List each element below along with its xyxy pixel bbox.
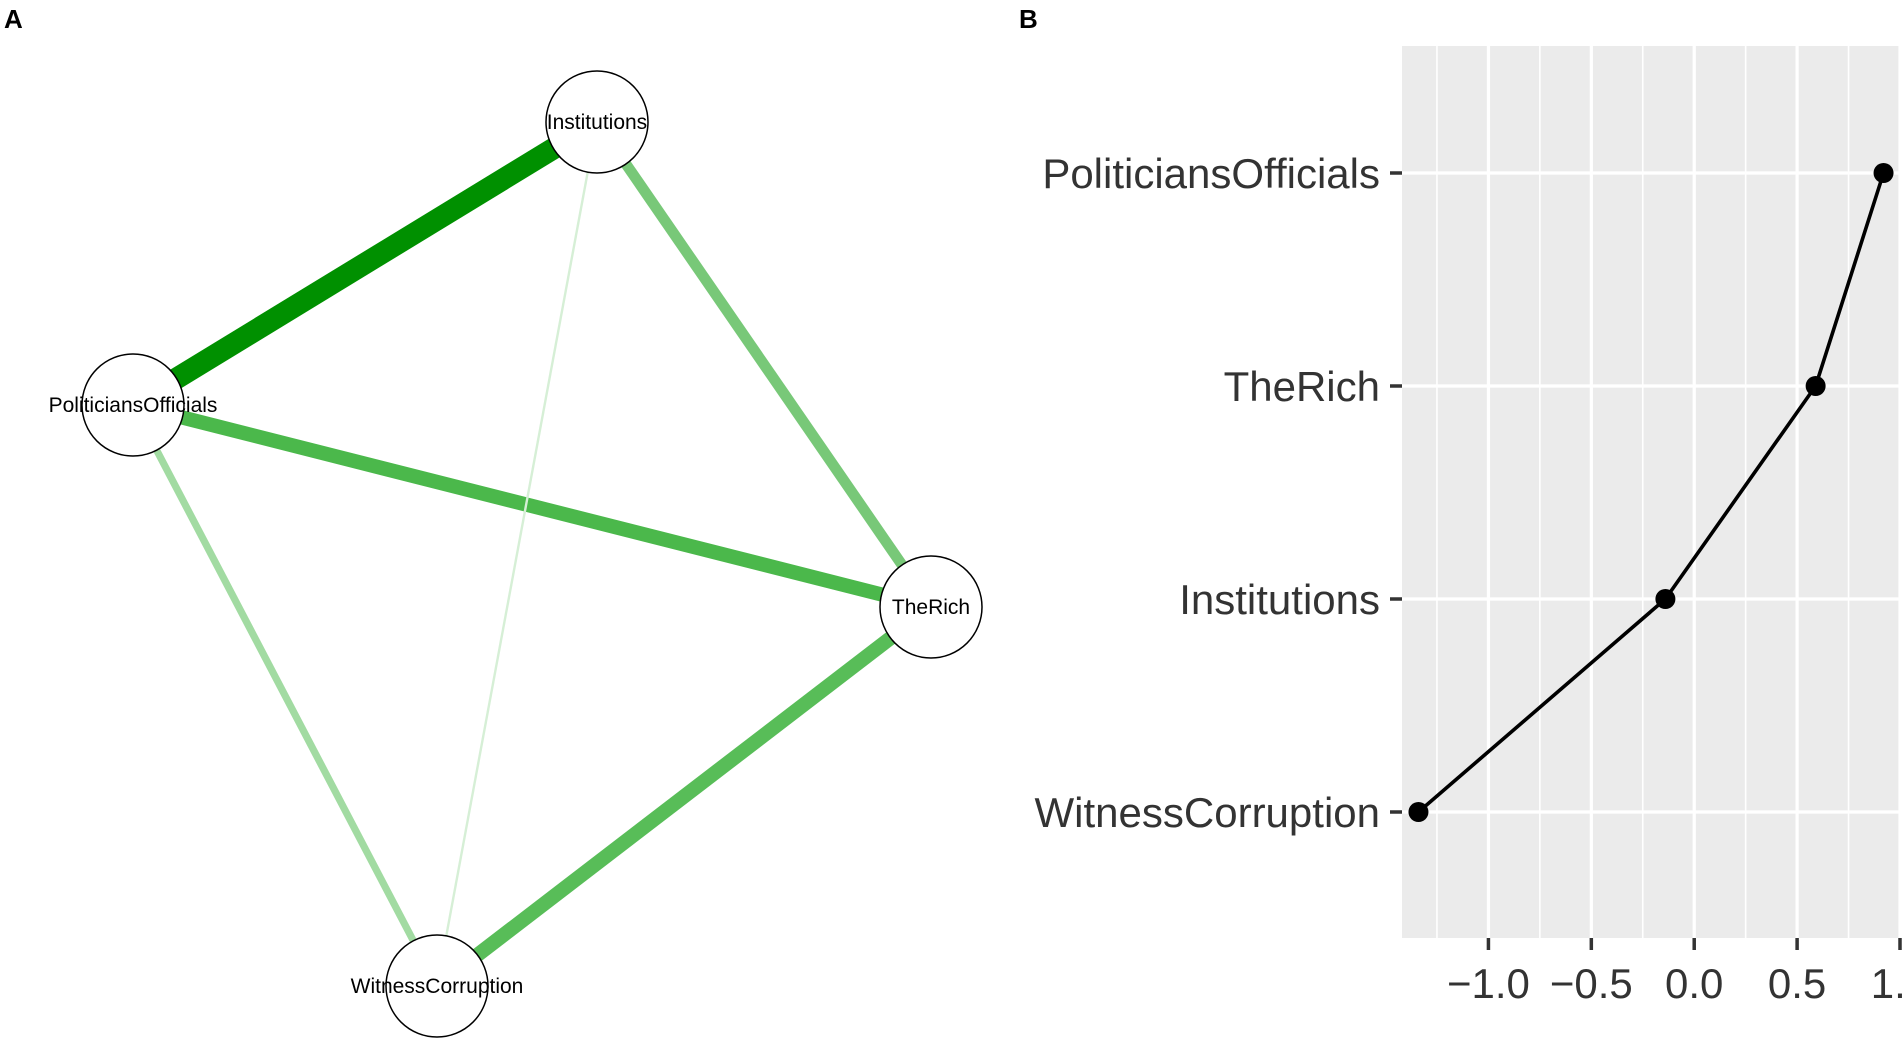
- point-witness-corruption: [1408, 802, 1429, 822]
- edge-politicians-officials-the-rich: [131, 398, 933, 614]
- grid-lines: [1402, 46, 1902, 938]
- series-line-path: [1417, 172, 1886, 814]
- network-nodes: InstitutionsPoliticiansOfficialsTheRichW…: [49, 70, 983, 1038]
- point-the-rich: [1805, 376, 1826, 396]
- ytick-label-witness-corruption: WitnessCorruption: [1035, 789, 1380, 836]
- panel-b-label: B: [1019, 4, 1038, 34]
- node-label-politicians-officials: PoliticiansOfficials: [49, 394, 218, 417]
- xtick-label: −1.0: [1447, 960, 1530, 1007]
- xtick-label: 0.0: [1665, 960, 1723, 1007]
- point-politicians-officials: [1873, 163, 1894, 183]
- edge-institutions-politicians-officials: [127, 112, 603, 415]
- edge-institutions-the-rich: [592, 118, 936, 611]
- xtick-label: 1.0: [1871, 960, 1902, 1007]
- node-label-witness-corruption: WitnessCorruption: [351, 975, 524, 998]
- node-label-institutions: Institutions: [547, 111, 647, 134]
- plot-background: [1402, 46, 1900, 938]
- xtick-label: −0.5: [1550, 960, 1633, 1007]
- node-institutions: [545, 70, 649, 174]
- network-graph: InstitutionsPoliticiansOfficialsTheRichW…: [49, 70, 983, 1038]
- data-points: [1408, 163, 1894, 822]
- xtick-label: 0.5: [1768, 960, 1826, 1007]
- network-edges: [127, 112, 936, 992]
- node-label-the-rich: TheRich: [892, 596, 970, 619]
- edge-politicians-officials-witness-corruption: [129, 403, 441, 988]
- node-the-rich: [879, 555, 983, 659]
- edge-the-rich-witness-corruption: [432, 601, 936, 992]
- node-witness-corruption: [385, 934, 489, 1038]
- ytick-label-the-rich: TheRich: [1224, 363, 1380, 410]
- node-politicians-officials: [81, 353, 185, 457]
- point-institutions: [1655, 589, 1676, 609]
- ytick-label-politicians-officials: PoliticiansOfficials: [1042, 150, 1380, 197]
- ytick-label-institutions: Institutions: [1179, 576, 1380, 623]
- axes: PoliticiansOfficialsTheRichInstitutionsW…: [1035, 150, 1902, 1007]
- panel-a-label: A: [4, 4, 23, 34]
- edge-institutions-witness-corruption: [435, 121, 599, 987]
- series-line: [1417, 172, 1886, 814]
